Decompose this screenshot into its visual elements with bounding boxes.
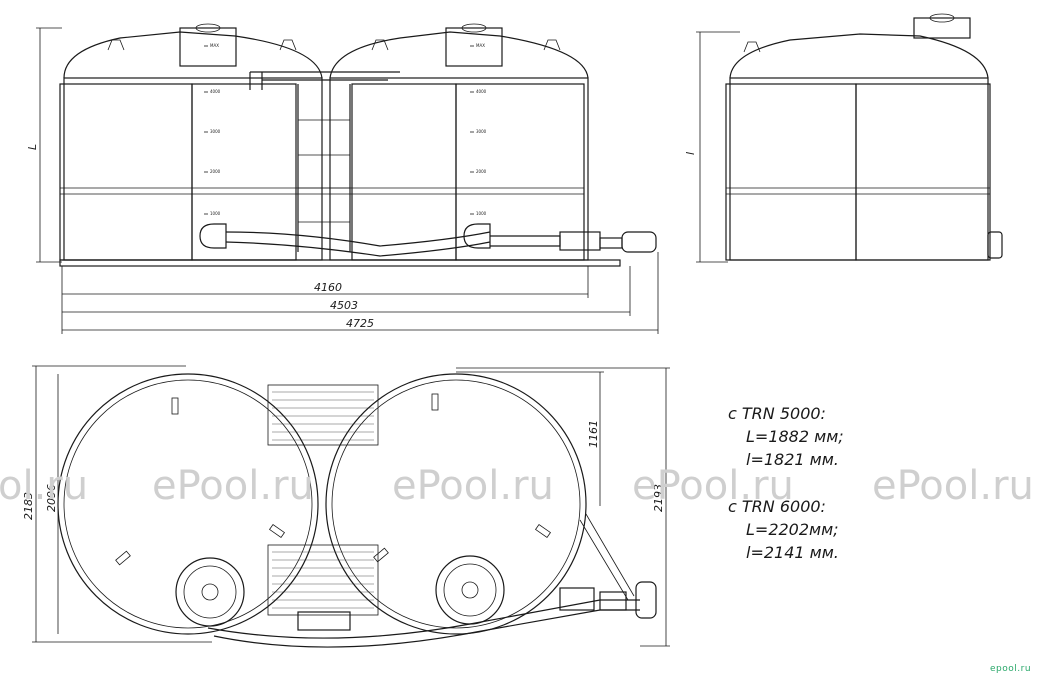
dim-2183: 2183 — [22, 492, 35, 520]
level-mark-2000-1: 2000 — [210, 169, 221, 174]
spec-L-2: L=2202мм; — [746, 520, 839, 539]
watermark-1: ol.ru — [0, 463, 88, 509]
front-height-label: L — [26, 144, 39, 150]
level-mark-1000-2: 1000 — [476, 211, 487, 216]
level-mark-3000-2: 3000 — [476, 129, 487, 134]
level-mark-2000-2: 2000 — [476, 169, 487, 174]
level-mark-4000-2: 4000 — [476, 89, 487, 94]
epool-logo[interactable]: epool.ru — [990, 664, 1032, 674]
watermark-2: ePool.ru — [152, 463, 314, 509]
spec-model-2: с TRN 6000: — [728, 497, 826, 516]
side-height-label: l — [684, 152, 697, 155]
dim-4503: 4503 — [330, 299, 358, 312]
watermark-5: ePool.ru — [872, 463, 1034, 509]
level-mark-max-2: MAX — [476, 43, 485, 48]
level-mark-4000-1: 4000 — [210, 89, 221, 94]
watermark-4: ePool.ru — [632, 463, 794, 509]
dim-2096: 2096 — [45, 484, 58, 512]
dim-2193: 2193 — [652, 484, 665, 512]
dim-4160: 4160 — [314, 281, 342, 294]
spec-l-1: l=1821 мм. — [746, 450, 839, 469]
spec-model-1: с TRN 5000: — [728, 404, 826, 423]
plan-view: 2183 2096 1161 2193 — [22, 365, 670, 648]
spec-L-1: L=1882 мм; — [746, 427, 844, 446]
level-mark-3000-1: 3000 — [210, 129, 221, 134]
front-view: MAX 4000 3000 2000 1000 MAX 4000 3000 20… — [26, 23, 659, 334]
watermarks: ol.ru ePool.ru ePool.ru ePool.ru ePool.r… — [0, 463, 1034, 509]
dim-4725: 4725 — [346, 317, 374, 330]
level-mark-max-1: MAX — [210, 43, 219, 48]
spec-notes: с TRN 5000: L=1882 мм; l=1821 мм. с TRN … — [728, 402, 844, 564]
spec-l-2: l=2141 мм. — [746, 543, 839, 562]
dim-1161: 1161 — [587, 420, 600, 448]
side-view: l — [684, 13, 1003, 263]
level-mark-1000-1: 1000 — [210, 211, 221, 216]
watermark-3: ePool.ru — [392, 463, 554, 509]
